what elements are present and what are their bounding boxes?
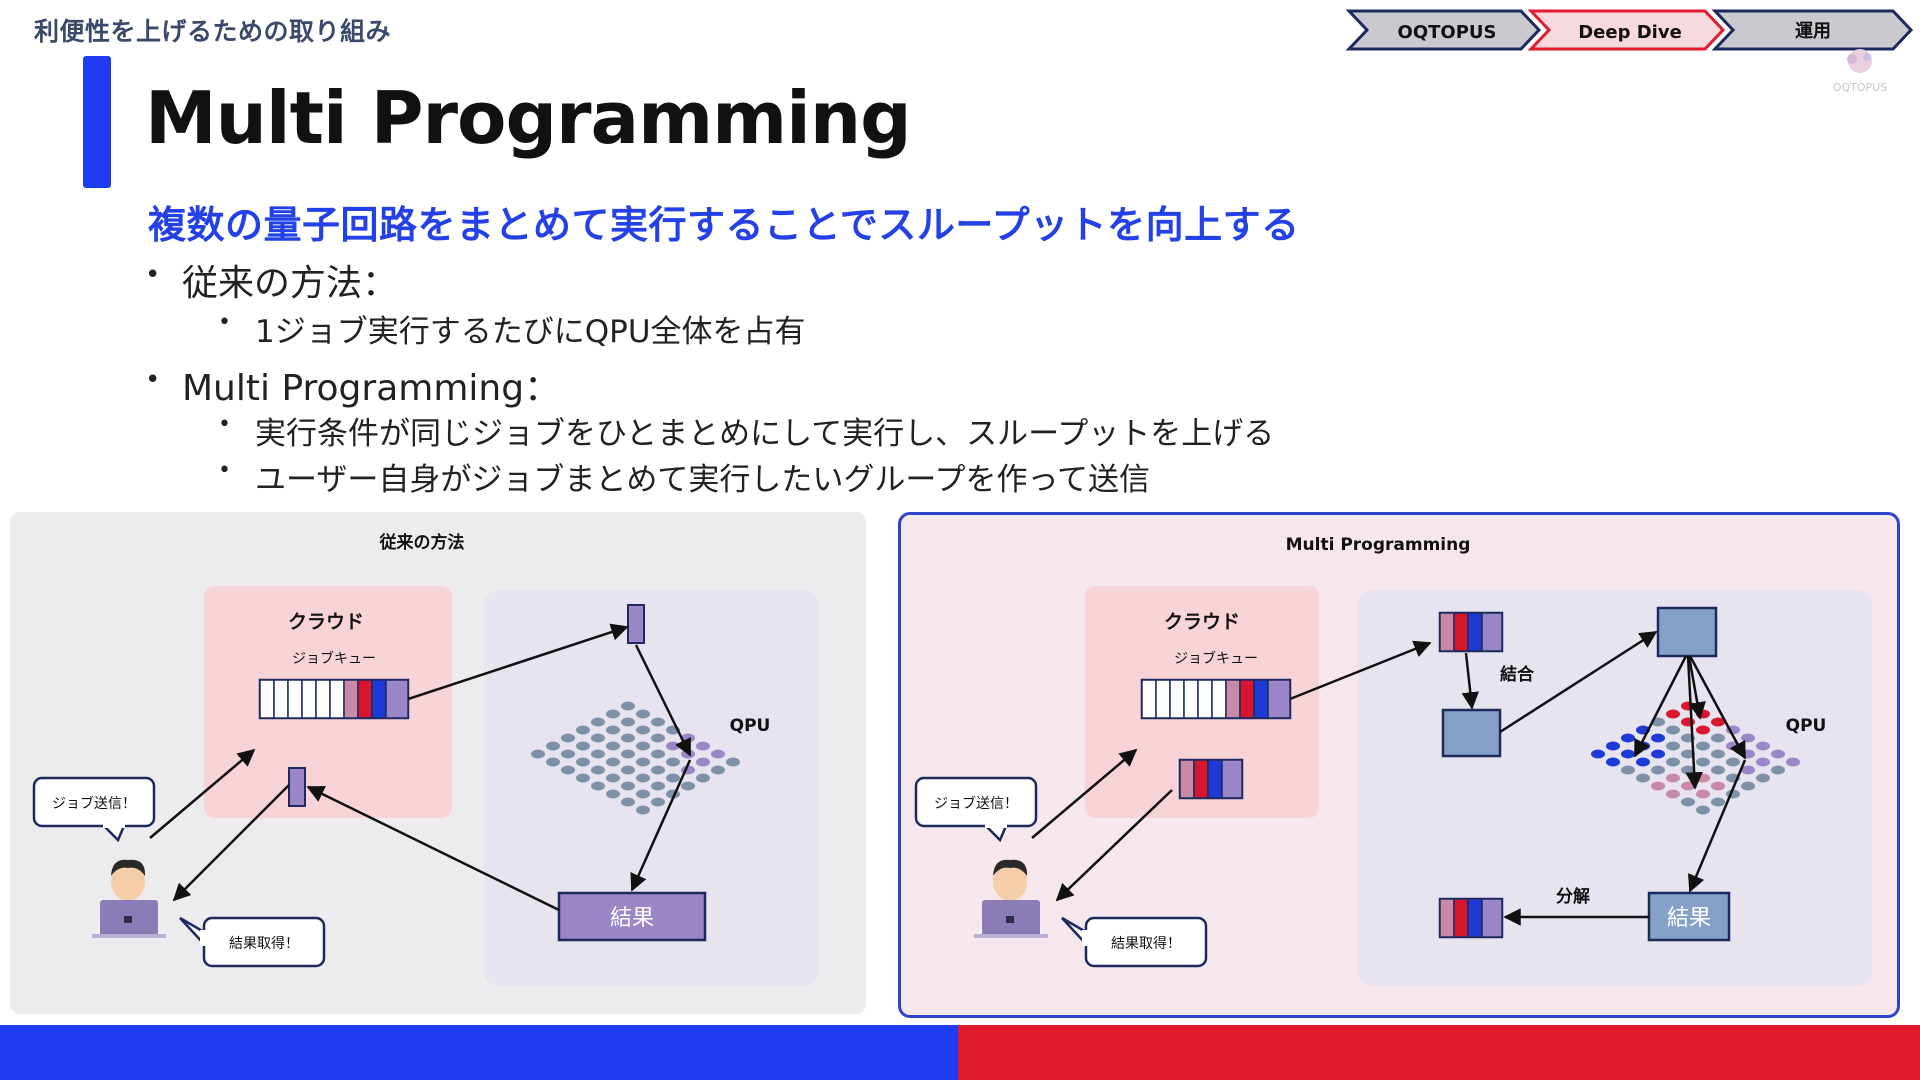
bullet-dot: • <box>145 365 161 395</box>
bullet-text: 従来の方法： <box>182 263 399 304</box>
breadcrumb-operation[interactable]: 運用 <box>1711 9 1914 51</box>
bullet-dot: • <box>218 458 231 483</box>
bullet-text: 実行条件が同じジョブをひとまとめにして実行し、スループットを上げる <box>255 416 1275 452</box>
breadcrumb-oqtopus[interactable]: OQTOPUS <box>1345 9 1542 51</box>
footer-bar-blue <box>0 1025 958 1080</box>
logo-text: OQTOPUS <box>1833 81 1887 94</box>
title-accent-bar <box>83 56 111 188</box>
breadcrumb-label: Deep Dive <box>1578 22 1682 43</box>
bullet-dot: • <box>145 260 161 290</box>
breadcrumb-deep-dive[interactable]: Deep Dive <box>1527 9 1726 51</box>
oqtopus-logo: OQTOPUS <box>1833 49 1887 94</box>
footer-bar-red <box>958 1025 1920 1080</box>
page-title: Multi Programming <box>145 76 912 160</box>
bullet-text: 1ジョブ実行するたびにQPU全体を占有 <box>255 314 806 350</box>
bullet-text: ユーザー自身がジョブまとめて実行したいグループを作って送信 <box>255 462 1150 498</box>
breadcrumb-label: OQTOPUS <box>1398 22 1497 43</box>
page-subtitle: 複数の量子回路をまとめて実行することでスループットを向上する <box>148 203 1300 247</box>
bullet-dot: • <box>218 412 231 437</box>
conventional-panel <box>10 512 866 1014</box>
bullet-dot: • <box>218 310 231 335</box>
bullet-text: Multi Programming： <box>182 368 561 409</box>
multi-programming-panel <box>898 512 1900 1018</box>
section-label: 利便性を上げるための取り組み <box>34 17 392 46</box>
breadcrumb-label: 運用 <box>1795 21 1831 42</box>
breadcrumb: OQTOPUS Deep Dive 運用 <box>1345 9 1914 51</box>
